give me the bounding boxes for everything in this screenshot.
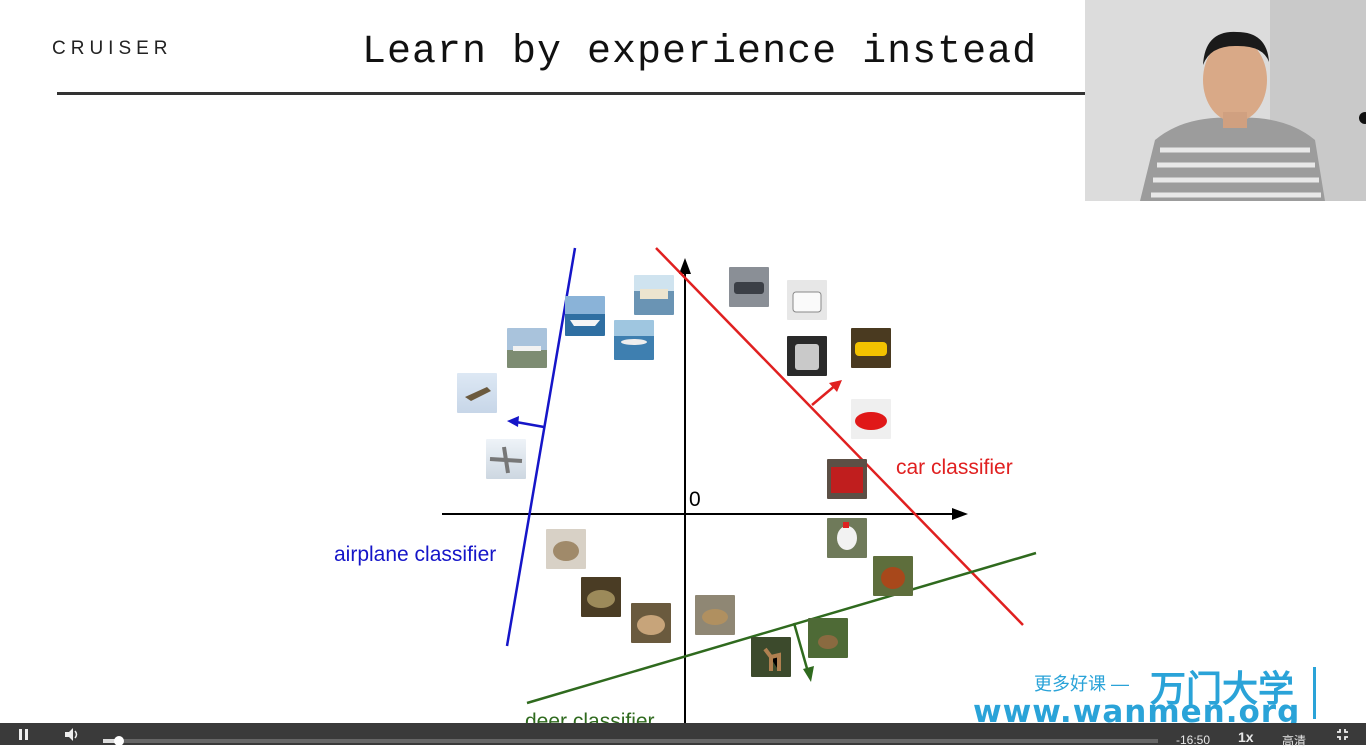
car-thumbnail <box>851 399 891 439</box>
airplane-classifier-line <box>505 247 577 647</box>
airplane-classifier-label: airplane classifier <box>334 543 497 566</box>
pause-icon[interactable] <box>18 728 30 744</box>
quality-button[interactable]: 高清 <box>1282 734 1307 748</box>
airplane-thumbnail <box>486 439 526 479</box>
watermark-brand: 万门大学 <box>1150 668 1295 710</box>
car-classifier-label: car classifier <box>896 456 1013 479</box>
watermark-tagline: 更多好课 — <box>1034 674 1130 694</box>
watermark-divider <box>1313 667 1316 719</box>
ship-thumbnail <box>565 296 605 336</box>
bird-thumbnail <box>827 518 867 558</box>
progress-handle[interactable] <box>114 736 124 746</box>
truck-thumbnail <box>827 459 867 499</box>
car-thumbnail <box>729 267 769 307</box>
classifier-diagram <box>442 247 1037 723</box>
cruiser-logo: CRUISER <box>52 38 173 59</box>
car-arrowhead <box>829 380 842 392</box>
deer-thumbnail <box>751 637 791 677</box>
bird-thumbnail <box>873 556 913 596</box>
time-remaining: -16:50 <box>1176 733 1211 747</box>
deer-thumbnail <box>808 618 848 658</box>
slide-title: Learn by experience instead <box>362 30 1038 75</box>
ship-thumbnail <box>634 275 674 315</box>
progress-fill <box>103 739 116 743</box>
bird-thumbnail <box>695 595 735 635</box>
frog-thumbnail <box>581 577 621 617</box>
deer-arrowhead <box>803 666 814 682</box>
x-axis-arrow <box>952 508 968 520</box>
deer-classifier-line <box>526 551 1037 705</box>
frog-thumbnail <box>631 603 671 643</box>
video-controls: -16:50 1x 高清 <box>0 723 1366 748</box>
car-thumbnail <box>787 336 827 376</box>
car-classifier-line <box>655 247 1024 626</box>
car-normal-arrow <box>811 383 838 406</box>
airplane-arrowhead <box>507 416 519 427</box>
airplane-thumbnail <box>457 373 497 413</box>
title-divider <box>57 92 1087 95</box>
presenter-figure <box>1085 0 1366 201</box>
progress-bar[interactable] <box>103 736 1158 746</box>
volume-icon[interactable] <box>64 728 80 744</box>
presenter-video <box>1085 0 1366 201</box>
airplane-normal-arrow <box>515 420 545 429</box>
speed-button[interactable]: 1x <box>1238 729 1254 745</box>
exit-fullscreen-icon[interactable] <box>1336 728 1349 744</box>
deer-normal-arrow <box>792 622 810 673</box>
ship-thumbnail <box>614 320 654 360</box>
cat-thumbnail <box>546 529 586 569</box>
airplane-thumbnail <box>507 328 547 368</box>
car-thumbnail <box>787 280 827 320</box>
y-axis-arrow <box>679 258 691 274</box>
origin-label: 0 <box>689 488 701 511</box>
car-thumbnail <box>851 328 891 368</box>
